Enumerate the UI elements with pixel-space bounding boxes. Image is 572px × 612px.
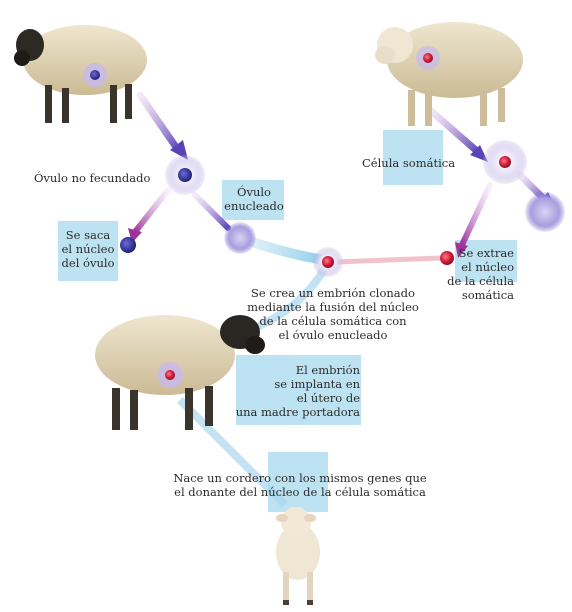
arrow-cell-to-nucleus [462, 185, 490, 245]
flow-path-from-nucleus [335, 258, 440, 262]
label-ovulo-enucleado: Óvulo enucleado [222, 185, 286, 213]
cloned-embryo-nucleus [322, 256, 334, 268]
label-nace-cordero: Nace un cordero con los mismos genes que… [150, 471, 450, 499]
removed-nucleus [120, 237, 136, 253]
unfertilized-ovum-nucleus [178, 168, 192, 182]
somatic-donor-sheep-image [375, 22, 523, 126]
cloned-lamb-image [276, 507, 320, 605]
arrow-ovum-to-nucleus [135, 190, 168, 232]
label-celula-somatica: Célula somática [362, 156, 472, 170]
label-embrion-clonado: Se crea un embrión clonado mediante la f… [238, 286, 428, 342]
arrow-sheep-to-ovum [140, 95, 178, 150]
label-ovulo-no-fecundado: Óvulo no fecundado [34, 171, 174, 185]
ovum-donor-sheep-image [14, 25, 147, 123]
enucleated-ovum [224, 222, 256, 254]
label-se-extrae-nucleo: Se extrae el núcleo de la célula somátic… [440, 246, 514, 302]
somatic-cell-nucleus [499, 156, 511, 168]
somatic-cell-enlarged [525, 192, 565, 232]
label-embrion-implanta: El embrión se implanta en el útero de un… [234, 363, 360, 419]
label-se-saca-nucleo: Se saca el núcleo del óvulo [56, 228, 120, 270]
